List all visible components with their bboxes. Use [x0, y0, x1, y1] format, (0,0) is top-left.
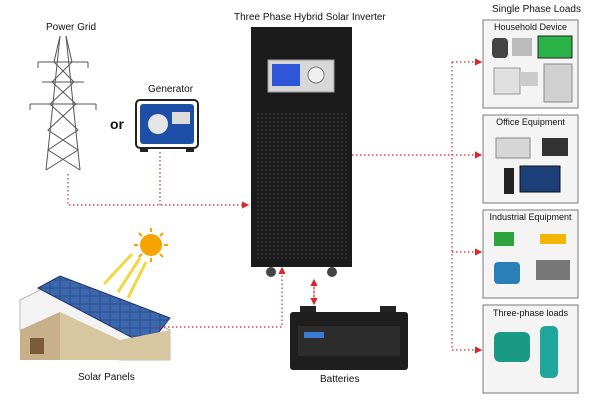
wheel-icon — [266, 267, 276, 277]
power-grid-label: Power Grid — [46, 22, 97, 33]
electric-motor-icon — [494, 262, 520, 284]
television-icon — [537, 35, 573, 59]
drill-icon — [494, 232, 514, 246]
inverter-label: Three Phase Hybrid Solar Inverter — [234, 12, 386, 23]
inverter-cabinet — [251, 27, 352, 277]
laptop-icon — [542, 138, 568, 156]
inverter-display-screen — [272, 64, 300, 86]
generator-icon — [135, 99, 199, 152]
air-conditioner-icon — [520, 72, 538, 86]
load-box-industrial — [482, 209, 579, 299]
battery-icon — [290, 306, 408, 370]
load-box-household — [482, 19, 579, 109]
washing-machine-icon — [493, 67, 521, 95]
power-grid-tower-icon — [29, 35, 97, 171]
pc-tower-icon — [504, 168, 514, 194]
pressure-cooker-icon — [492, 38, 508, 58]
sun-icon — [102, 228, 168, 299]
household-device-title: Household Device — [493, 22, 568, 32]
batteries-label: Batteries — [320, 374, 360, 385]
connector-lines — [67, 58, 483, 354]
generator-label: Generator — [148, 84, 194, 95]
monitor-icon — [519, 165, 561, 193]
single-phase-loads-label: Single Phase Loads — [492, 4, 581, 15]
water-pump-icon — [540, 326, 558, 378]
three-phase-loads-title: Three-phase loads — [492, 308, 569, 318]
compressor-icon — [536, 260, 570, 280]
solar-panels-icon — [19, 275, 171, 361]
industrial-equipment-title: Industrial Equipment — [489, 212, 572, 222]
load-box-office — [482, 114, 579, 204]
solar-panels-label: Solar Panels — [78, 372, 135, 383]
angle-grinder-icon — [540, 234, 566, 244]
office-equipment-title: Office Equipment — [496, 117, 565, 127]
or-label: or — [110, 116, 124, 132]
microwave-icon — [512, 38, 532, 56]
printer-icon — [495, 137, 531, 159]
wheel-icon — [327, 267, 337, 277]
inverter-keypad — [307, 66, 325, 84]
load-box-three-phase — [482, 304, 579, 394]
industrial-motor-icon — [494, 332, 530, 362]
refrigerator-icon — [543, 63, 573, 103]
